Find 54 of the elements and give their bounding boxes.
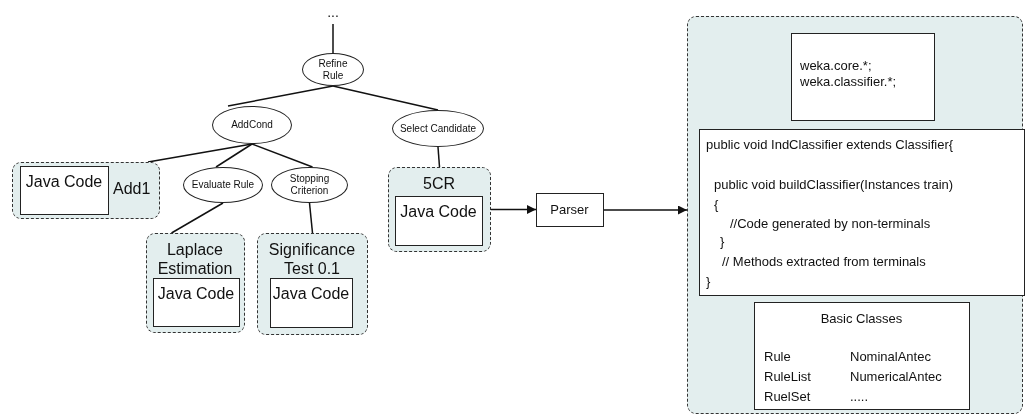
node-label: Stopping Criterion xyxy=(288,173,331,197)
ellipsis-text: ... xyxy=(326,4,340,21)
group-title: Add1 xyxy=(113,179,151,198)
class-name: RuleList xyxy=(764,369,811,385)
code-line: // Methods extracted from terminals xyxy=(722,254,926,270)
box-label: Java Code xyxy=(271,284,351,303)
code-box xyxy=(754,302,970,410)
ellipse-node xyxy=(302,53,364,86)
box-title: Basic Classes xyxy=(819,311,904,327)
code-line: public void IndClassifier extends Classifier{ xyxy=(706,137,954,153)
box-label: Parser xyxy=(549,202,590,218)
dashed-group xyxy=(12,162,160,219)
code-box xyxy=(395,196,483,246)
box-label: Java Code xyxy=(156,284,236,303)
process-box xyxy=(536,193,604,227)
class-name: NumericalAntec xyxy=(850,369,942,385)
dashed-group xyxy=(146,233,245,333)
arrow xyxy=(490,205,537,214)
dashed-group xyxy=(257,233,368,335)
dashed-group xyxy=(388,167,491,252)
class-name: RuelSet xyxy=(764,389,811,405)
dashed-container xyxy=(687,16,1023,414)
node-label: AddCond xyxy=(231,119,273,131)
code-box xyxy=(153,278,240,327)
connector-line xyxy=(332,85,439,111)
code-box xyxy=(270,278,353,328)
node-label: Refine Rule xyxy=(317,57,349,82)
code-box xyxy=(791,33,935,121)
arrow xyxy=(603,205,688,215)
group-title: Laplace Estimation xyxy=(156,240,234,278)
code-line: } xyxy=(706,274,711,290)
class-name: Rule xyxy=(764,349,791,365)
code-line: } xyxy=(720,234,725,250)
group-title: 5CR xyxy=(422,174,456,193)
connector-line xyxy=(251,143,314,168)
connector-line xyxy=(437,146,441,168)
connector-line xyxy=(227,85,334,107)
connector-line xyxy=(332,23,334,54)
code-line: { xyxy=(714,197,719,213)
class-name: NominalAntec xyxy=(850,349,931,365)
code-box xyxy=(699,129,1025,296)
node-label: Evaluate Rule xyxy=(191,179,255,191)
node-label: Select Candidate xyxy=(399,122,477,135)
connector-line xyxy=(308,202,314,234)
class-name: ..... xyxy=(850,389,869,405)
group-title: Significance Test 0.1 xyxy=(267,240,357,278)
code-line: //Code generated by non-terminals xyxy=(730,216,931,232)
code-box xyxy=(20,166,109,215)
code-line: weka.core.*; weka.classifier.*; xyxy=(800,58,898,90)
box-label: Java Code xyxy=(399,202,478,221)
connector-line xyxy=(170,202,224,234)
box-label: Java Code xyxy=(24,172,104,191)
connector-line xyxy=(215,143,253,168)
code-line: public void buildClassifier(Instances train) xyxy=(714,177,954,193)
